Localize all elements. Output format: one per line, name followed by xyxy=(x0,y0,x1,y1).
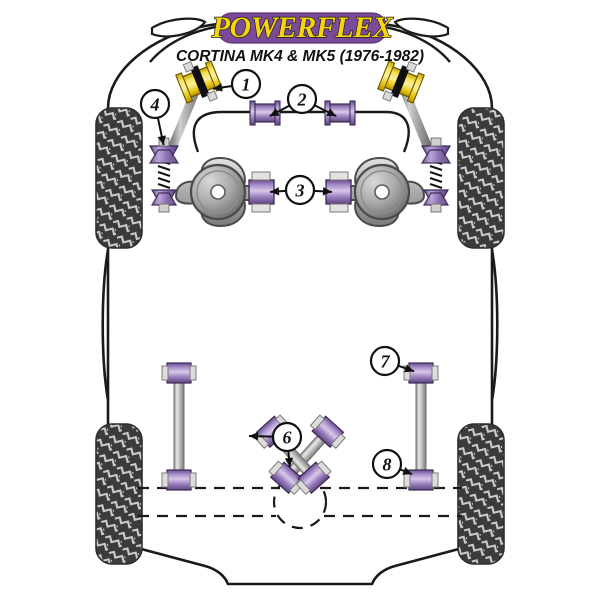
front-wishbone-right xyxy=(325,156,426,228)
car-body-outline xyxy=(101,17,499,586)
bump-stop-stack-right xyxy=(420,137,452,213)
rear-trailing-arm-right xyxy=(403,362,439,491)
callout-7[interactable]: 7 xyxy=(369,345,415,377)
front-strut-right xyxy=(377,60,452,213)
logo-wordmark: POWERFLEX xyxy=(211,11,394,44)
callout-circle-6[interactable] xyxy=(271,421,303,453)
rear-link-left xyxy=(268,414,346,496)
callout-number-6: 6 xyxy=(283,428,292,448)
tyre-rear-left xyxy=(95,423,143,565)
front-strut-left xyxy=(148,60,223,213)
callout-number-3: 3 xyxy=(295,181,305,201)
callout-circle-1[interactable] xyxy=(230,68,262,100)
callout-circle-2[interactable] xyxy=(286,83,318,115)
trailing-arm-bush-left-front xyxy=(161,362,197,384)
rear-link-bush-right-lower xyxy=(295,460,332,496)
anti-roll-bar-bush-right xyxy=(324,100,356,126)
callout-4[interactable]: 4 xyxy=(139,88,171,146)
callout-layer: 1 2 3 4 6 7 8 xyxy=(139,68,415,480)
tyre-rear-right xyxy=(457,423,505,565)
callout-circle-7[interactable] xyxy=(369,345,401,377)
callout-3[interactable]: 3 xyxy=(269,174,333,206)
callout-2[interactable]: 2 xyxy=(269,83,337,118)
logo-plate xyxy=(216,12,388,44)
trailing-arm-bush-right-front xyxy=(403,362,439,384)
strut-top-mount-bush-left xyxy=(175,60,223,104)
callout-8[interactable]: 8 xyxy=(371,448,413,480)
tyre-front-right xyxy=(457,107,505,249)
callout-number-8: 8 xyxy=(383,455,392,475)
bump-stop-stack-left xyxy=(148,137,180,213)
tyre-front-left xyxy=(95,107,143,249)
strut-top-mount-bush-right xyxy=(377,60,425,104)
trailing-arm-bush-left-rear xyxy=(161,469,197,491)
callout-number-4: 4 xyxy=(150,95,160,115)
trailing-arm-bush-right-rear xyxy=(403,469,439,491)
callout-1[interactable]: 1 xyxy=(212,68,262,100)
callout-6[interactable]: 6 xyxy=(248,421,303,468)
callout-number-1: 1 xyxy=(242,75,251,95)
callout-number-7: 7 xyxy=(381,352,391,372)
callout-number-2: 2 xyxy=(297,90,307,110)
model-subtitle: CORTINA MK4 & MK5 (1976-1982) xyxy=(176,48,424,65)
rear-link-bush-left-upper xyxy=(309,414,346,449)
front-wishbone-left xyxy=(174,156,275,228)
callout-circle-4[interactable] xyxy=(139,88,171,120)
callout-circle-8[interactable] xyxy=(371,448,403,480)
rear-trailing-arm-left xyxy=(161,362,197,491)
powerflex-logo: POWERFLEX xyxy=(210,10,395,44)
callout-circle-3[interactable] xyxy=(284,174,316,206)
